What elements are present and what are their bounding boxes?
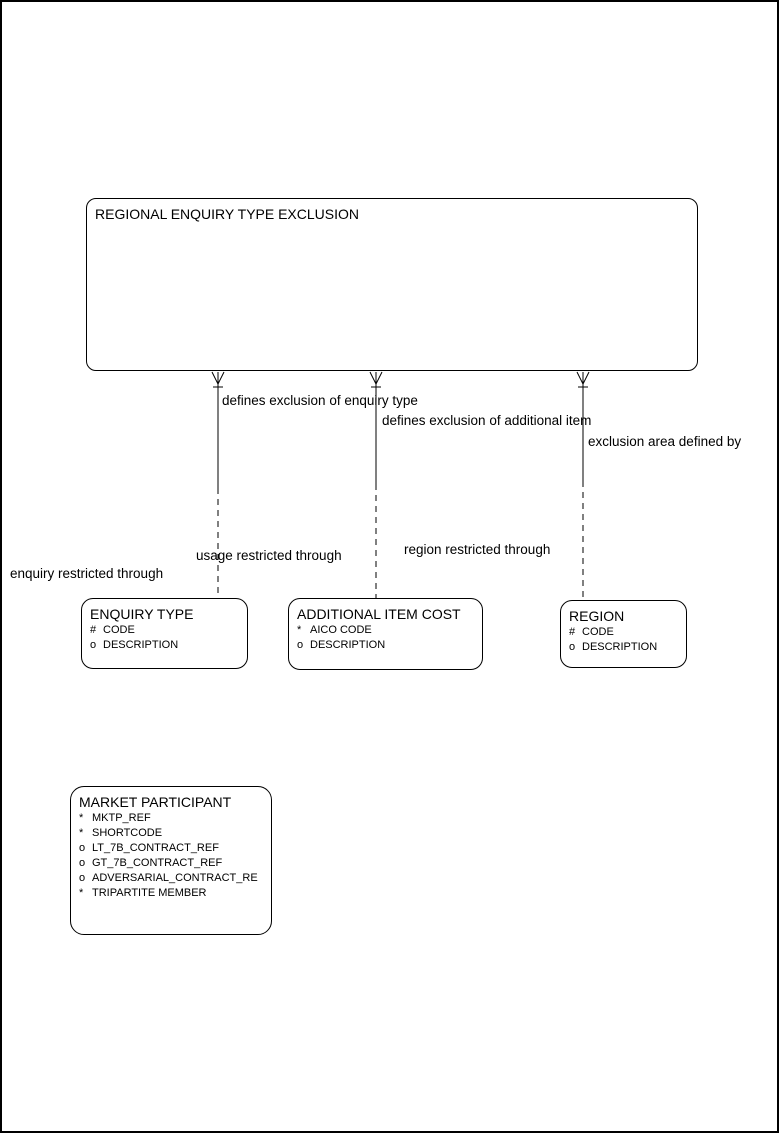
attribute-marker: * bbox=[79, 812, 84, 824]
attribute-marker: * bbox=[79, 827, 84, 839]
crows-foot-icon bbox=[576, 371, 590, 388]
attribute-name: ADVERSARIAL_CONTRACT_RE bbox=[92, 872, 258, 884]
relationship-label-region-restricted-through: region restricted through bbox=[404, 542, 551, 557]
relationship-label-enquiry-restricted-through: enquiry restricted through bbox=[10, 566, 164, 581]
entity-title: ENQUIRY TYPE bbox=[90, 606, 194, 622]
attribute-row: * SHORTCODE bbox=[71, 826, 271, 841]
relationship-label-usage-restricted-through: usage restricted through bbox=[196, 548, 342, 563]
attribute-marker: o bbox=[90, 639, 97, 651]
attribute-name: CODE bbox=[103, 624, 135, 636]
attribute-row: o DESCRIPTION bbox=[561, 640, 686, 655]
attribute-marker: * bbox=[297, 624, 302, 636]
attribute-name: CODE bbox=[582, 626, 614, 638]
attribute-marker: o bbox=[569, 641, 576, 653]
crows-foot-icon bbox=[211, 371, 225, 388]
attribute-marker: * bbox=[79, 887, 84, 899]
entity-title: REGION bbox=[569, 608, 625, 624]
attribute-name: LT_7B_CONTRACT_REF bbox=[92, 842, 219, 854]
entity-title: REGIONAL ENQUIRY TYPE EXCLUSION bbox=[95, 206, 360, 222]
attribute-name: DESCRIPTION bbox=[103, 639, 179, 651]
relationship-label-defines-exclusion-enquiry-type: defines exclusion of enquiry type bbox=[222, 393, 418, 408]
relationship-label-defines-exclusion-additional-item: defines exclusion of additional item bbox=[382, 413, 592, 428]
entity-region[interactable]: REGION # CODE o DESCRIPTION bbox=[560, 600, 687, 668]
entity-additional-item-cost[interactable]: ADDITIONAL ITEM COST * AICO CODE o DESCRIP… bbox=[288, 598, 483, 670]
attribute-marker: o bbox=[79, 872, 86, 884]
attribute-name: DESCRIPTION bbox=[582, 641, 658, 653]
entity-title: ADDITIONAL ITEM COST bbox=[297, 606, 461, 622]
entity-regional-enquiry-type-exclusion[interactable]: REGIONAL ENQUIRY TYPE EXCLUSION bbox=[86, 198, 698, 371]
attribute-name: AICO CODE bbox=[310, 624, 372, 636]
relationship-label-exclusion-area-defined-by: exclusion area defined by bbox=[588, 434, 742, 449]
attribute-name: MKTP_REF bbox=[92, 812, 151, 824]
attribute-row: o ADVERSARIAL_CONTRACT_RE bbox=[71, 871, 271, 886]
attribute-marker: # bbox=[569, 626, 576, 638]
attribute-row: o DESCRIPTION bbox=[289, 638, 482, 653]
attribute-marker: o bbox=[297, 639, 304, 651]
attribute-marker: # bbox=[90, 624, 97, 636]
entity-market-participant[interactable]: MARKET PARTICIPANT *MKTP_REF *SHORTCODE … bbox=[70, 786, 272, 935]
attribute-row: # CODE bbox=[561, 625, 686, 640]
entity-title: MARKET PARTICIPANT bbox=[79, 794, 232, 810]
attribute-row: o LT_7B_CONTRACT_REF bbox=[71, 841, 271, 856]
attribute-name: TRIPARTITE MEMBER bbox=[92, 887, 207, 899]
attribute-row: o DESCRIPTION bbox=[82, 638, 247, 653]
attribute-row: o GT_7B_CONTRACT_REF bbox=[71, 856, 271, 871]
attribute-row: # CODE bbox=[82, 623, 247, 638]
attribute-marker: o bbox=[79, 857, 86, 869]
entity-enquiry-type[interactable]: ENQUIRY TYPE # CODE o DESCRIPTION bbox=[81, 598, 248, 669]
attribute-name: DESCRIPTION bbox=[310, 639, 386, 651]
attribute-row: * TRIPARTITE MEMBER bbox=[71, 886, 271, 901]
attribute-row: * MKTP_REF bbox=[71, 811, 271, 826]
attribute-marker: o bbox=[79, 842, 86, 854]
attribute-row: * AICO CODE bbox=[289, 623, 482, 638]
crows-foot-icon bbox=[369, 371, 383, 388]
attribute-name: GT_7B_CONTRACT_REF bbox=[92, 857, 223, 869]
attribute-name: SHORTCODE bbox=[92, 827, 163, 839]
